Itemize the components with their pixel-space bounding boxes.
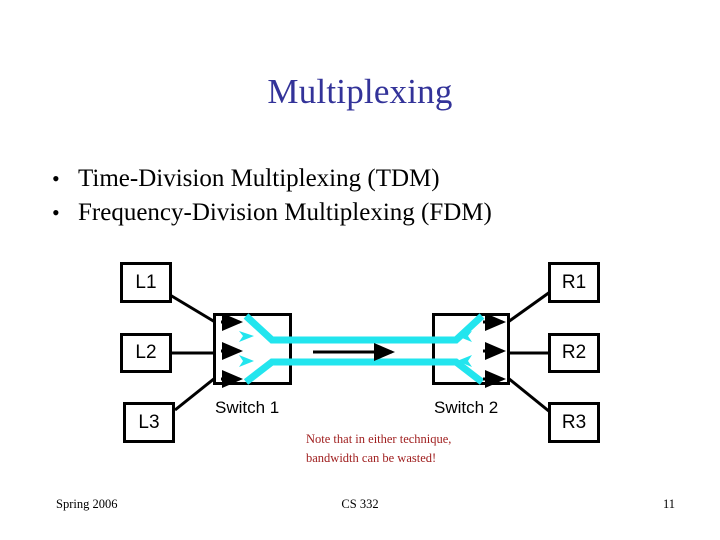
right-connector-lines (507, 290, 551, 414)
footer-term: Spring 2006 (56, 497, 118, 511)
bullet-point-icon: • (52, 200, 60, 225)
list-item: • Time-Division Multiplexing (TDM) (52, 162, 652, 196)
node-box-l1: L1 (120, 262, 172, 303)
node-box-l2: L2 (120, 333, 172, 373)
node-label: L1 (135, 271, 157, 293)
switch-label-1: Switch 1 (215, 398, 280, 417)
node-box-r1: R1 (548, 262, 600, 303)
bullet-point-icon: • (52, 166, 60, 191)
page-title: Multiplexing (267, 72, 453, 111)
node-box-l3: L3 (123, 402, 175, 443)
trunk-cyan-links (292, 336, 432, 366)
switch-box-2 (432, 313, 510, 385)
switch-box-1 (213, 313, 292, 385)
node-label: R2 (561, 342, 587, 363)
left-connector-lines (169, 293, 216, 412)
node-box-r3: R3 (548, 402, 600, 443)
node-label: L2 (135, 342, 157, 363)
node-label: R3 (561, 411, 587, 433)
bullet-text: Time-Division Multiplexing (TDM) (78, 165, 440, 192)
bullet-text: Frequency-Division Multiplexing (FDM) (78, 199, 492, 226)
annotation-note: Note that in either technique, bandwidth… (306, 432, 452, 465)
list-item: • Frequency-Division Multiplexing (FDM) (52, 196, 652, 230)
node-label: L3 (138, 411, 160, 433)
footer-course: CS 332 (341, 497, 379, 511)
node-box-r2: R2 (548, 333, 600, 373)
footer-page-number: 11 (662, 497, 675, 511)
node-label: R1 (561, 271, 587, 293)
switch-label-2: Switch 2 (434, 398, 499, 417)
bullet-list: • Time-Division Multiplexing (TDM) • Fre… (52, 162, 652, 230)
